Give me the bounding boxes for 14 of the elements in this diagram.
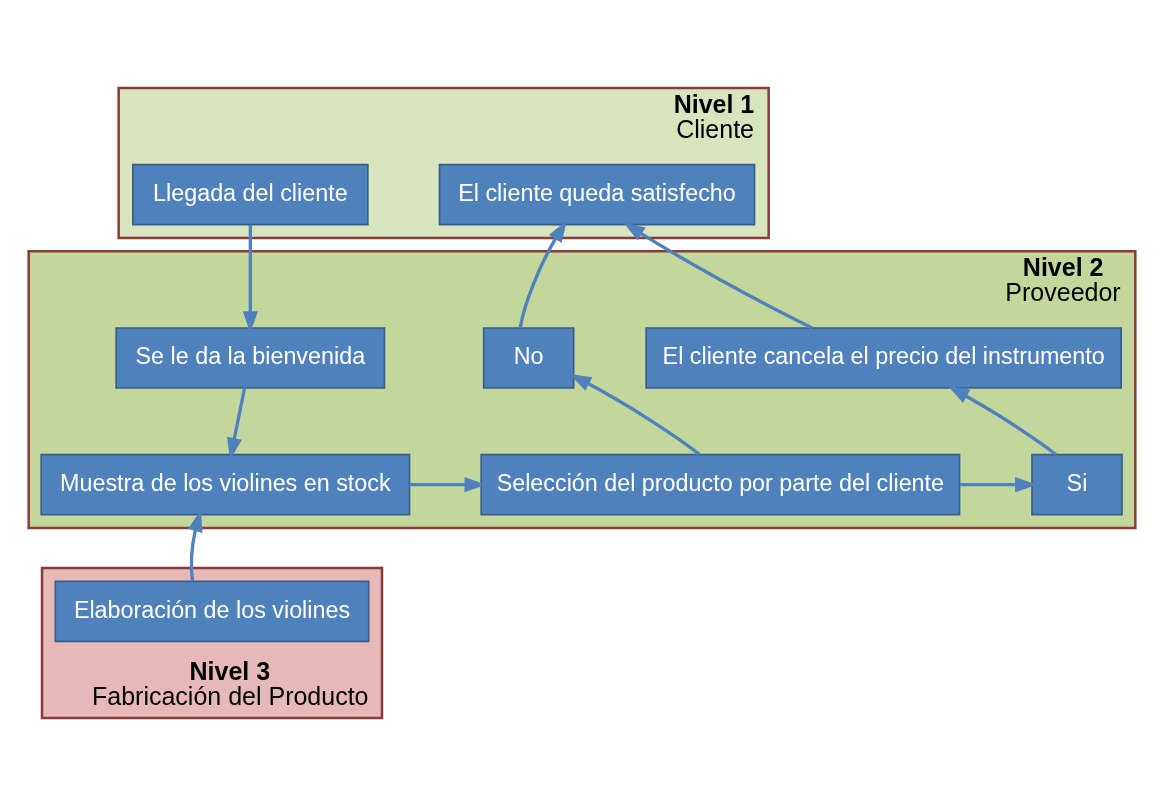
node-box: Elaboración de los violines <box>54 580 370 642</box>
node-box: El cliente cancela el precio del instrumento <box>645 326 1122 389</box>
node-box: Selección del producto por parte del cliente <box>480 453 961 515</box>
arrow <box>623 221 813 329</box>
arrow <box>518 220 567 328</box>
node-box: Si <box>1031 453 1123 515</box>
node-box: No <box>482 326 575 389</box>
node-box: El cliente queda satisfecho <box>438 163 756 225</box>
arrow <box>947 385 1057 456</box>
node-box: Muestra de los violines en stock <box>40 453 411 515</box>
arrow <box>226 387 247 459</box>
node-box: Llegada del cliente <box>132 163 369 225</box>
node-box: Se le da la bienvenida <box>115 326 386 389</box>
arrow <box>569 373 701 456</box>
